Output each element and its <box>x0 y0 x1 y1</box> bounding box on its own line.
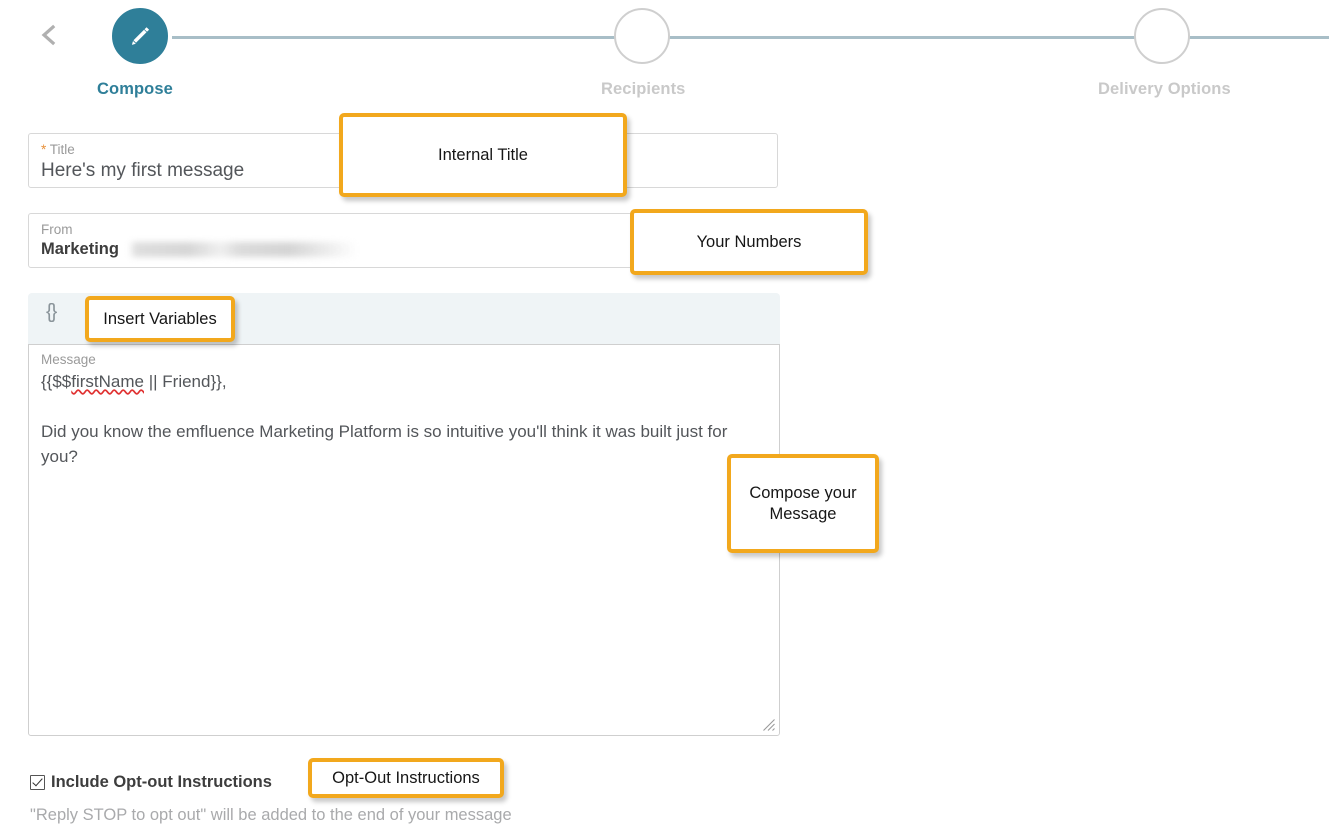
optout-help-text: "Reply STOP to opt out" will be added to… <box>30 806 512 824</box>
callout-internal-title: Internal Title <box>339 113 627 197</box>
message-body-paragraph: Did you know the emfluence Marketing Pla… <box>41 422 733 466</box>
stepper-label-compose[interactable]: Compose <box>97 80 173 98</box>
message-textarea[interactable]: Message {{$$firstName || Friend}}, Did y… <box>28 344 780 736</box>
stepper-node-compose[interactable] <box>112 8 168 64</box>
message-field-label: Message <box>41 352 96 367</box>
message-greeting-prefix: {{$$ <box>41 372 72 391</box>
from-field-label: From <box>41 222 73 237</box>
include-optout-row[interactable]: Include Opt-out Instructions <box>30 773 272 792</box>
stepper-node-delivery-options[interactable] <box>1134 8 1190 64</box>
stepper-connector-2 <box>662 36 1142 39</box>
title-field-label: * Title <box>41 142 765 157</box>
required-asterisk: * <box>41 142 47 157</box>
include-optout-checkbox[interactable] <box>30 775 45 790</box>
stepper-connector-3 <box>1182 36 1329 39</box>
stepper-connector-1 <box>172 36 622 39</box>
stepper-node-recipients[interactable] <box>614 8 670 64</box>
callout-insert-variables: Insert Variables <box>85 296 235 342</box>
textarea-resize-handle[interactable] <box>762 718 776 732</box>
from-sender-name: Marketing <box>41 240 119 258</box>
message-variable-firstname: firstName <box>71 372 144 391</box>
title-label-text: Title <box>49 142 75 157</box>
title-input-value[interactable]: Here's my first message <box>41 160 245 181</box>
stepper-label-recipients[interactable]: Recipients <box>601 80 686 98</box>
stepper-label-delivery-options[interactable]: Delivery Options <box>1098 80 1231 98</box>
chevron-left-icon[interactable] <box>34 20 64 50</box>
callout-opt-out-instructions: Opt-Out Instructions <box>308 758 504 798</box>
callout-compose-your-message: Compose your Message <box>727 454 879 553</box>
from-value-row: Marketing <box>41 238 765 260</box>
message-greeting-suffix: || Friend}}, <box>144 372 227 391</box>
message-body-text[interactable]: {{$$firstName || Friend}}, Did you know … <box>41 369 767 469</box>
from-number-redacted <box>128 241 357 257</box>
include-optout-label[interactable]: Include Opt-out Instructions <box>51 773 272 791</box>
insert-variables-icon[interactable]: {} <box>46 301 57 323</box>
progress-stepper: Compose Recipients Delivery Options <box>0 0 1329 115</box>
callout-your-numbers: Your Numbers <box>630 209 868 275</box>
pencil-icon <box>126 22 154 50</box>
